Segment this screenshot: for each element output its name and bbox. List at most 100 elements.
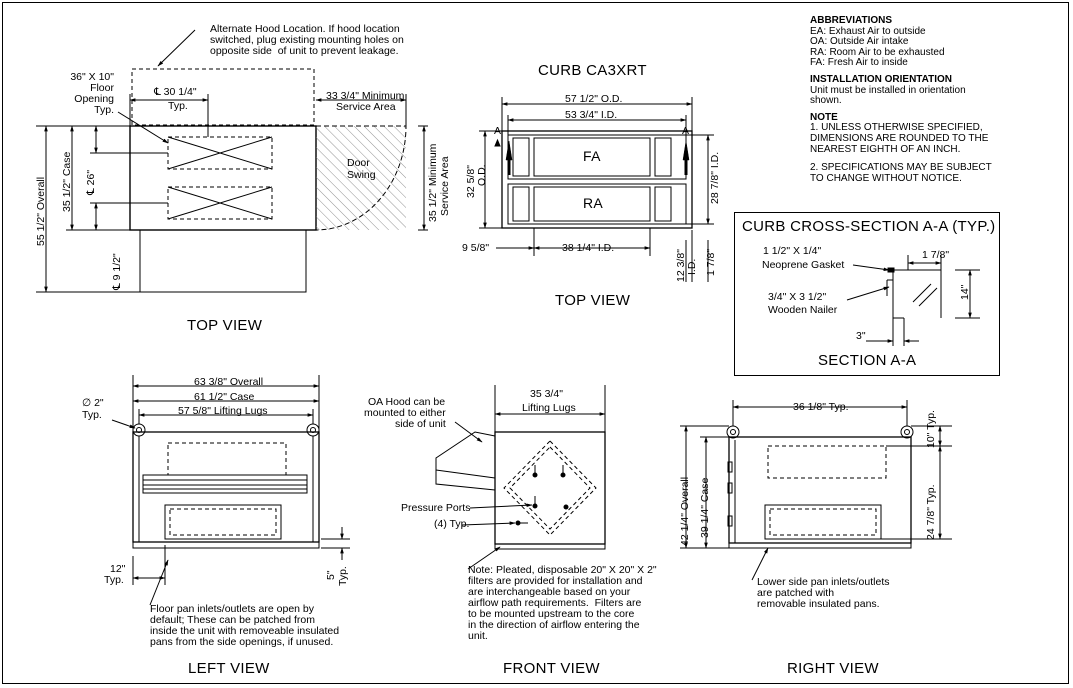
filter-note-line: are interchangeable based on your <box>468 586 631 598</box>
oa-hood-line: side of unit <box>395 418 446 430</box>
gasket-line: 1 1/2" X 1/4" <box>763 245 822 257</box>
note-line: 2. SPECIFICATIONS MAY BE SUBJECT <box>810 162 992 174</box>
hood-note-line: switched, plug existing mounting holes o… <box>210 34 404 46</box>
abbrev-title: ABBREVIATIONS <box>810 15 893 26</box>
left-dia: ∅ 2" <box>82 397 104 409</box>
cl-30-label: ℄ 30 1/4" <box>154 86 197 98</box>
note-line: NEAREST EIGHTH OF AN INCH. <box>810 143 961 155</box>
left-view-title: LEFT VIEW <box>188 660 270 677</box>
left-d5: 5" <box>325 570 337 580</box>
section-d-178: 1 7/8" <box>922 249 950 261</box>
curb-top-view-title: TOP VIEW <box>555 292 631 309</box>
lower-note-line: are patched with <box>757 587 835 599</box>
curb-id-38: 38 1/4" I.D. <box>562 242 615 254</box>
floor-opening-line: Floor <box>90 82 114 94</box>
front-view-drawing <box>435 385 606 570</box>
curb-od: 57 1/2" O.D. <box>565 93 623 105</box>
right-view-title: RIGHT VIEW <box>787 660 879 677</box>
floor-opening-line: Typ. <box>94 104 114 116</box>
oa-hood-line: mounted to either <box>364 407 446 419</box>
cl-9-dim: ℄ 9 1/2" <box>111 253 123 290</box>
right-d10: 10" Typ. <box>925 410 937 448</box>
hood-note-line: opposite side of unit to prevent leakage… <box>210 45 399 57</box>
section-d-14: 14" <box>959 284 971 300</box>
orient-line: shown. <box>810 95 842 107</box>
right-d24: 24 7/8" Typ. <box>925 484 937 541</box>
cl-30-typ: Typ. <box>168 100 188 112</box>
abbrev-line: EA: Exhaust Air to outside <box>810 25 926 37</box>
floor-note-line: pans from the side openings, if unused. <box>150 636 334 648</box>
note-line: TO CHANGE WITHOUT NOTICE. <box>810 172 962 184</box>
filter-note-line: Note: Pleated, disposable 20" X 20" X 2" <box>468 564 657 576</box>
curb-id-12: I.D. <box>686 258 698 275</box>
door-swing-line: Door <box>347 157 370 169</box>
marker-a-left: A <box>494 125 502 137</box>
orient-line: Unit must be installed in orientation <box>810 84 966 96</box>
floor-note-line: default; These can be patched from <box>150 614 315 626</box>
ports-line: Pressure Ports <box>401 502 471 514</box>
nailer-line: Wooden Nailer <box>768 304 838 316</box>
left-d12-typ: Typ. <box>104 574 124 586</box>
curb-id-vert: 28 7/8" I.D. <box>709 151 721 204</box>
top-view-drawing <box>36 29 428 293</box>
front-view-title: FRONT VIEW <box>503 660 600 677</box>
front-lugs: Lifting Lugs <box>522 402 576 414</box>
floor-note-line: Floor pan inlets/outlets are open by <box>150 603 315 615</box>
left-dia-typ: Typ. <box>82 409 102 421</box>
floor-opening-line: 36" X 10" <box>70 71 114 83</box>
abbrev-line: RA: Room Air to be exhausted <box>810 46 945 58</box>
orient-title: INSTALLATION ORIENTATION <box>810 73 953 85</box>
filter-note-line: airflow path requirements. Filters are <box>468 597 642 609</box>
filter-note-line: to be mounted upstream to the core <box>468 608 635 620</box>
curb-title: CURB CA3XRT <box>538 62 647 79</box>
floor-note-line: inside the unit with removeable insulate… <box>150 625 340 637</box>
gasket-line: Neoprene Gasket <box>762 259 845 271</box>
service-vert-dim: Service Area <box>439 156 451 216</box>
left-d5-typ: Typ. <box>337 566 349 586</box>
lower-note-line: Lower side pan inlets/outlets <box>757 576 890 588</box>
curb-id: 53 3/4" I.D. <box>565 109 618 121</box>
filter-note-line: in the direction of airflow entering the <box>468 619 640 631</box>
cl-26-dim: ℄ 26" <box>85 169 97 195</box>
left-overall: 63 3/8" Overall <box>194 376 264 388</box>
section-title: CURB CROSS-SECTION A-A (TYP.) <box>742 218 996 235</box>
note-title: NOTE <box>810 111 838 123</box>
service-area-line: Service Area <box>336 101 396 113</box>
right-view-drawing <box>680 400 952 581</box>
overall-dim: 55 1/2" Overall <box>35 176 47 246</box>
lower-note-line: removable insulated pans. <box>757 598 880 610</box>
curb-od-vert: O.D. <box>476 164 488 186</box>
service-area-line: 33 3/4" Minimum <box>326 90 405 102</box>
ra-label: RA <box>583 195 604 211</box>
case-dim: 35 1/2" Case <box>61 151 73 212</box>
note-line: 1. UNLESS OTHERWISE SPECIFIED, <box>810 122 983 134</box>
right-overall: 42 1/4" Overall <box>679 476 691 546</box>
nailer-line: 3/4" X 3 1/2" <box>768 291 827 303</box>
section-label: SECTION A-A <box>818 352 917 369</box>
fa-label: FA <box>583 148 601 164</box>
front-lugs: 35 3/4" <box>530 388 563 400</box>
ports-line: (4) Typ. <box>434 518 470 530</box>
curb-d-178: 1 7/8" <box>705 248 717 276</box>
floor-opening-line: Opening <box>74 93 114 105</box>
left-d12: 12" <box>110 563 126 575</box>
curb-left-95: 9 5/8" <box>462 242 490 254</box>
service-vert-dim: 35 1/2" Minimum <box>427 143 439 222</box>
marker-a-right: A <box>682 125 690 137</box>
left-lugs: 57 5/8" Lifting Lugs <box>178 405 268 417</box>
section-d-3: 3" <box>856 330 866 342</box>
oa-hood-line: OA Hood can be <box>368 396 446 408</box>
left-case: 61 1/2" Case <box>194 391 255 403</box>
section-drawing <box>846 255 980 346</box>
hood-note-line: Alternate Hood Location. If hood locatio… <box>210 23 400 35</box>
section-box <box>734 212 1000 376</box>
door-swing-line: Swing <box>347 169 376 181</box>
note-line: DIMENSIONS ARE ROUNDED TO THE <box>810 132 989 144</box>
filter-note-line: filters are provided for installation an… <box>468 575 643 587</box>
right-d36: 36 1/8" Typ. <box>793 401 849 413</box>
top-view-title: TOP VIEW <box>187 317 263 334</box>
abbrev-line: FA: Fresh Air to inside <box>810 57 908 69</box>
notes-block: ABBREVIATIONS EA: Exhaust Air to outside… <box>810 15 1065 184</box>
